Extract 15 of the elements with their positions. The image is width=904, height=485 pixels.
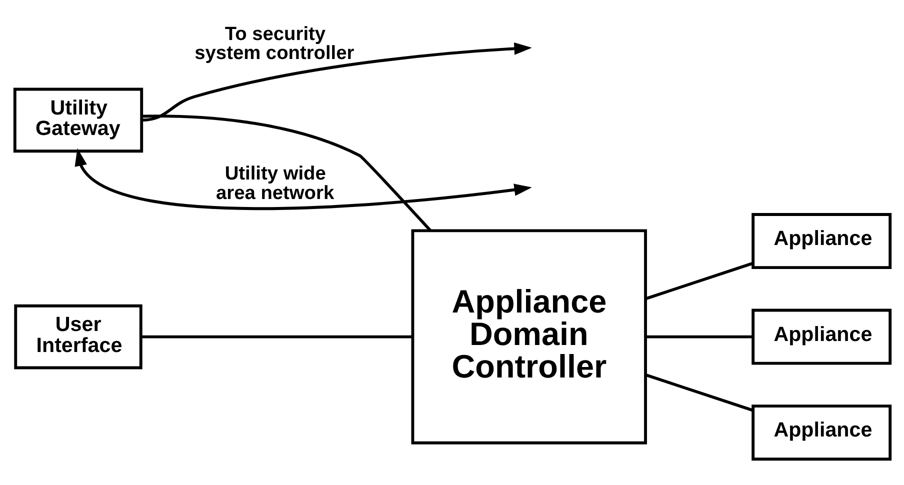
- connector: [141, 114, 432, 232]
- node-box: User Interface: [14, 304, 142, 370]
- edge-label: To security system controller: [194, 24, 354, 64]
- connector: [140, 335, 412, 338]
- node-box: Appliance: [751, 404, 892, 461]
- node-box: Appliance: [751, 213, 892, 270]
- connector: [644, 374, 753, 412]
- arrow: [74, 148, 532, 210]
- connector: [644, 262, 753, 300]
- node-box: Appliance: [751, 308, 892, 365]
- edge-label: Utility wide area network: [216, 164, 334, 204]
- connector: [645, 335, 752, 338]
- node-box: Appliance Domain Controller: [410, 229, 646, 444]
- node-box: Utility Gateway: [12, 88, 143, 153]
- arrow: [141, 42, 532, 122]
